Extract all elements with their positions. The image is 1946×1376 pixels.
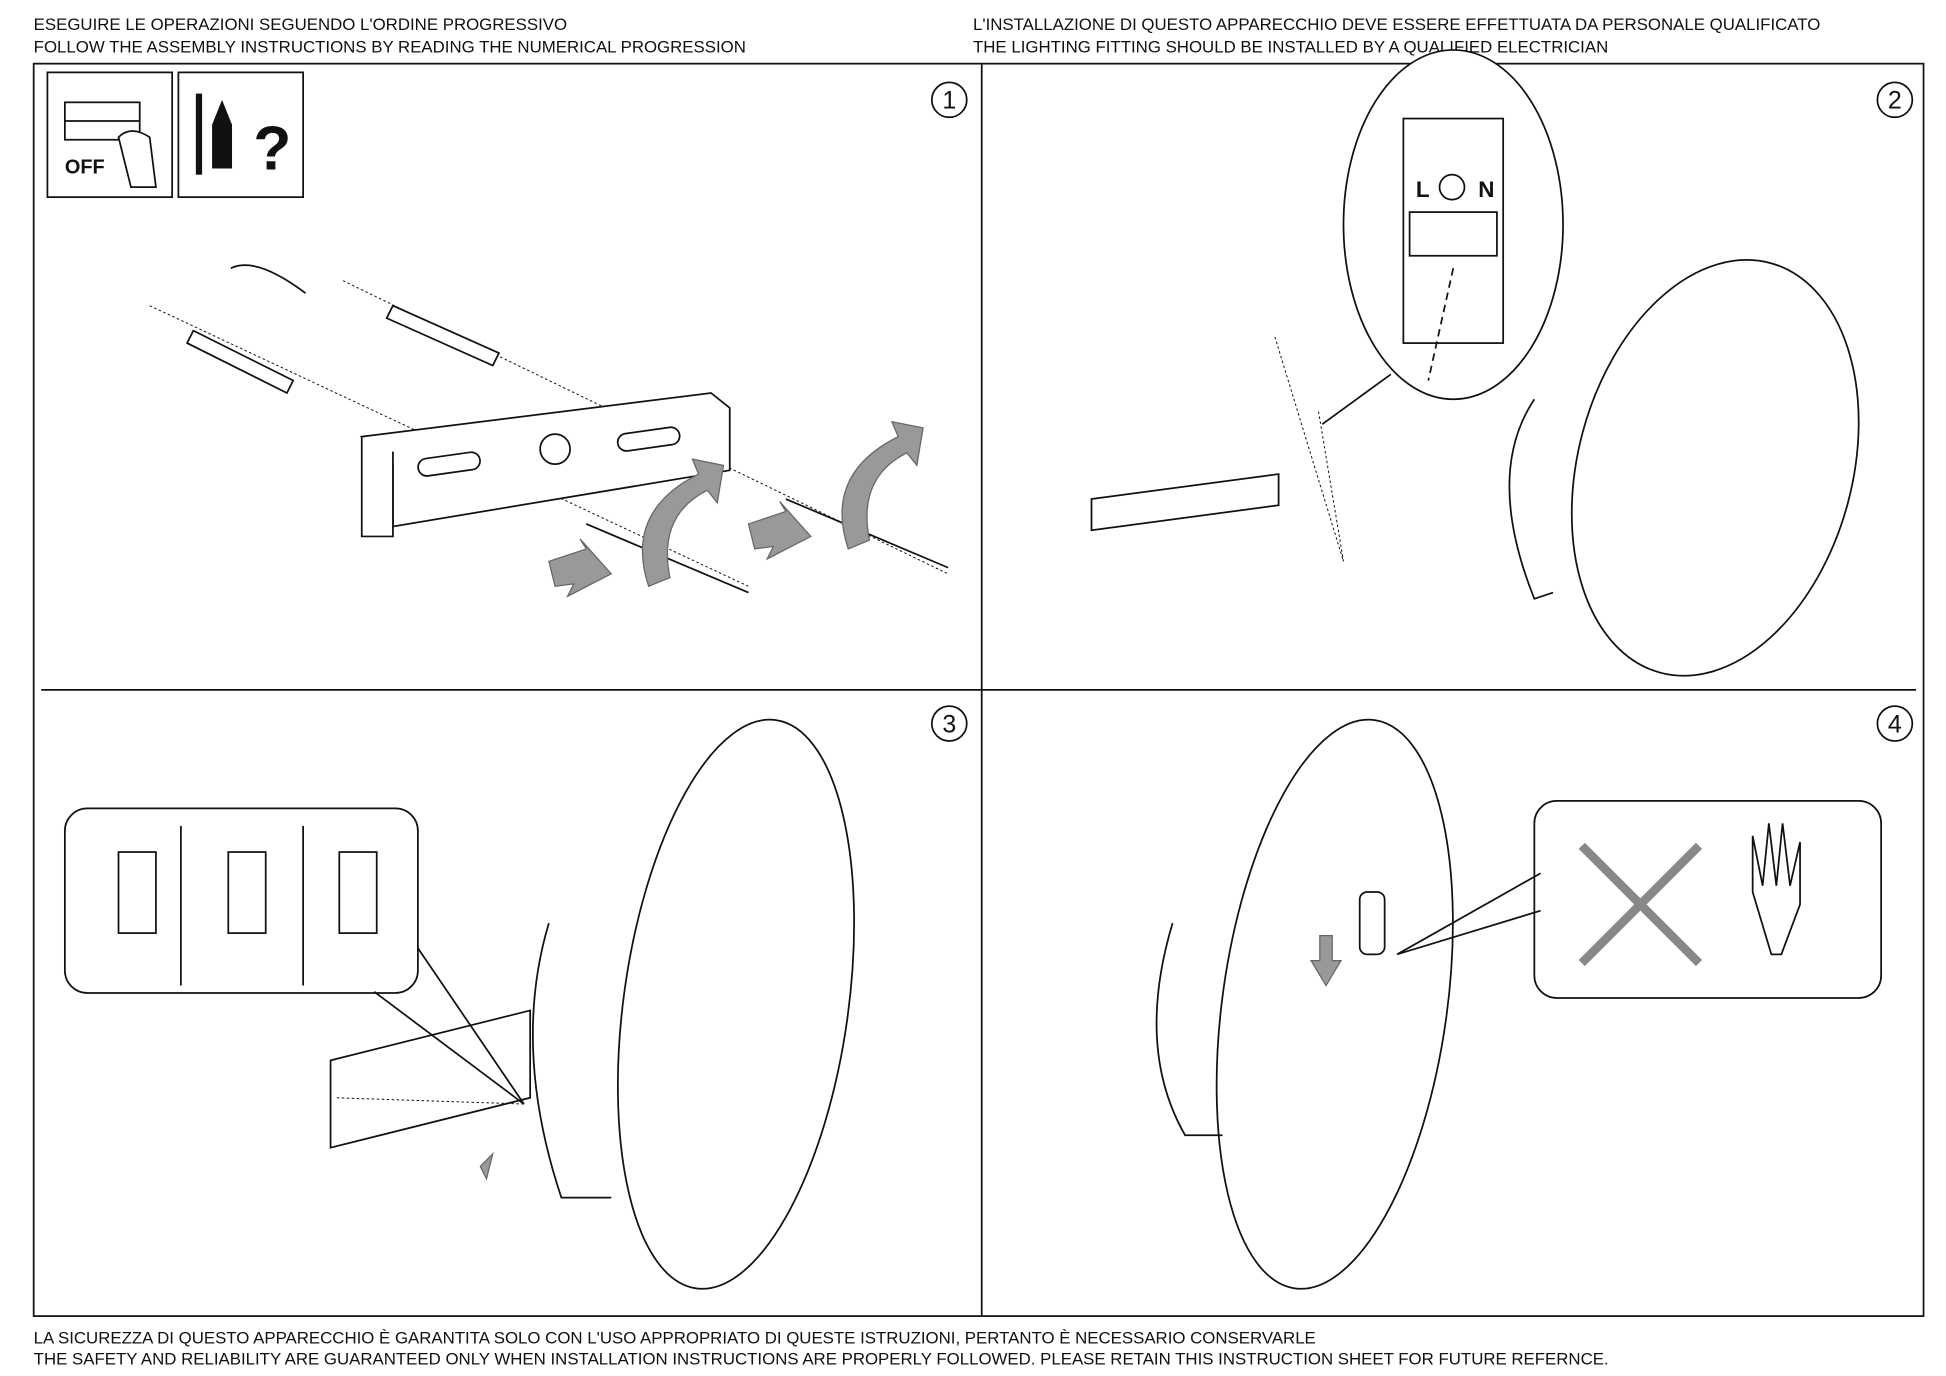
power-off-icon: OFF <box>46 71 174 199</box>
tools-required-icon: ? <box>177 71 305 199</box>
step-number-4: 4 <box>1876 705 1914 742</box>
step-number-3: 3 <box>930 705 968 742</box>
step4-bulb-illustration <box>1155 718 1883 1290</box>
glove-icon <box>1751 823 1801 956</box>
svg-text:?: ? <box>253 115 291 184</box>
svg-text:OFF: OFF <box>65 156 105 178</box>
header-right-english: THE LIGHTING FITTING SHOULD BE INSTALLED… <box>973 37 1608 56</box>
svg-text:4: 4 <box>1888 710 1902 738</box>
svg-text:3: 3 <box>942 710 956 738</box>
header-left-italian: ESEGUIRE LE OPERAZIONI SEGUENDO L'ORDINE… <box>34 15 567 34</box>
step-number-2: 2 <box>1876 81 1914 119</box>
step-number-1: 1 <box>930 81 968 119</box>
footer-italian: LA SICUREZZA DI QUESTO APPARECCHIO È GAR… <box>34 1329 1316 1348</box>
svg-text:2: 2 <box>1888 87 1902 115</box>
step2-wiring-illustration: L N <box>1090 49 1860 677</box>
live-terminal-label: L <box>1416 177 1430 202</box>
neutral-terminal-label: N <box>1478 177 1494 202</box>
footer-english: THE SAFETY AND RELIABILITY ARE GUARANTEE… <box>34 1350 1609 1369</box>
panel-frame <box>32 62 1925 1317</box>
header-left-english: FOLLOW THE ASSEMBLY INSTRUCTIONS BY READ… <box>34 37 746 56</box>
header-right-italian: L'INSTALLAZIONE DI QUESTO APPARECCHIO DE… <box>973 15 1820 34</box>
step3-mounting-illustration <box>63 718 855 1290</box>
step1-bracket-illustration <box>149 264 949 598</box>
svg-text:1: 1 <box>942 87 956 115</box>
